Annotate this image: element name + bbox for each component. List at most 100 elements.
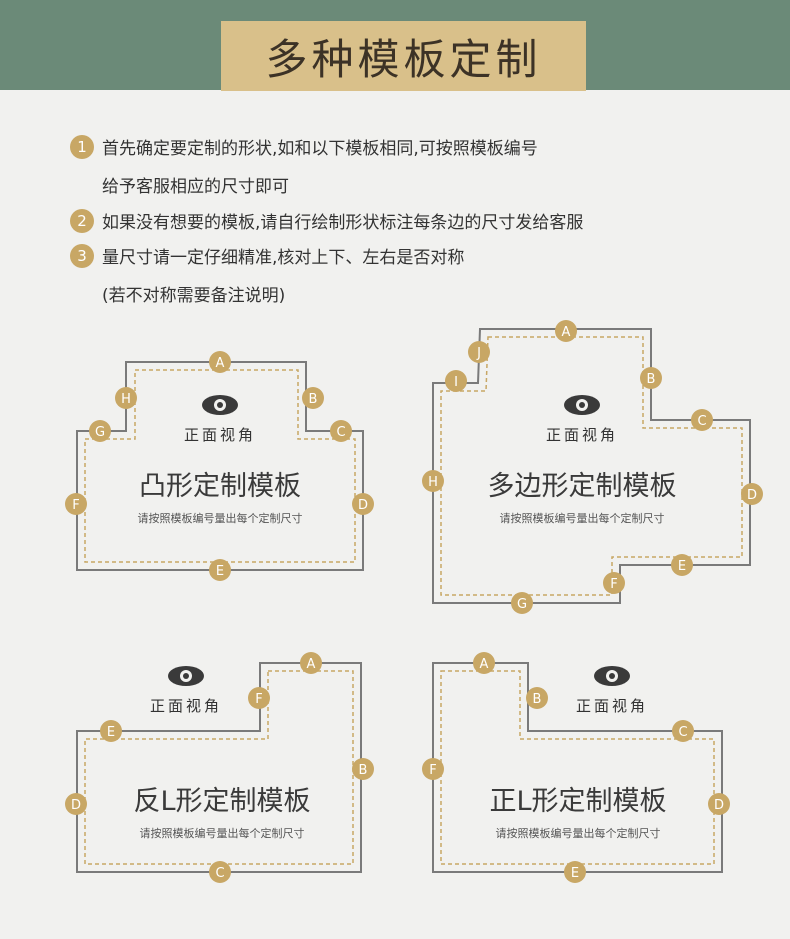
marker-F: F (422, 758, 444, 780)
page-title: 多种模板定制 (265, 34, 542, 84)
eye-icon (168, 666, 204, 686)
instruction-text: 量尺寸请一定仔细精准,核对上下、左右是否对称 (102, 248, 465, 268)
svg-text:F: F (72, 498, 79, 513)
svg-text:B: B (359, 763, 368, 778)
marker-F: F (603, 572, 625, 594)
template-name: 凸形定制模板 (139, 471, 301, 502)
marker-G: G (511, 592, 533, 614)
marker-D: D (741, 483, 763, 505)
instruction-text: 给予客服相应的尺寸即可 (102, 177, 289, 197)
instruction-1: 1 首先确定要定制的形状,如和以下模板相同,可按照模板编号 (70, 134, 538, 159)
forward-l-template: 正面视角 正L形定制模板 请按照模板编号量出每个定制尺寸 A B C D E F (422, 652, 730, 883)
svg-text:D: D (747, 488, 757, 503)
marker-E: E (564, 861, 586, 883)
marker-C: C (672, 720, 694, 742)
svg-text:C: C (215, 866, 224, 881)
instruction-3: 3 量尺寸请一定仔细精准,核对上下、左右是否对称 (70, 243, 464, 268)
svg-text:F: F (255, 692, 262, 707)
template-subtitle: 请按照模板编号量出每个定制尺寸 (500, 511, 665, 525)
marker-A: A (209, 351, 231, 373)
instruction-1-cont: 给予客服相应的尺寸即可 (102, 172, 289, 197)
svg-text:G: G (95, 425, 105, 440)
svg-text:A: A (480, 657, 489, 672)
polygon-dashed (440, 336, 743, 596)
svg-text:H: H (121, 392, 131, 407)
marker-J: J (468, 341, 490, 363)
svg-text:B: B (309, 392, 318, 407)
svg-text:D: D (714, 798, 724, 813)
instruction-text: 首先确定要定制的形状,如和以下模板相同,可按照模板编号 (102, 139, 538, 159)
view-label: 正面视角 (576, 697, 648, 715)
marker-A: A (555, 320, 577, 342)
svg-text:B: B (533, 692, 542, 707)
svg-text:E: E (678, 559, 686, 574)
svg-text:H: H (428, 475, 438, 490)
marker-C: C (209, 861, 231, 883)
marker-H: H (422, 470, 444, 492)
view-label: 正面视角 (546, 426, 618, 444)
eye-icon (594, 666, 630, 686)
view-label: 正面视角 (150, 697, 222, 715)
svg-text:A: A (307, 657, 316, 672)
marker-E: E (209, 559, 231, 581)
marker-E: E (671, 554, 693, 576)
marker-I: I (445, 370, 467, 392)
template-subtitle: 请按照模板编号量出每个定制尺寸 (140, 826, 305, 840)
svg-text:F: F (429, 763, 436, 778)
marker-C: C (330, 420, 352, 442)
svg-text:D: D (358, 498, 368, 513)
marker-E: E (100, 720, 122, 742)
template-name: 反L形定制模板 (133, 786, 310, 817)
step-number: 2 (70, 208, 94, 233)
marker-B: B (302, 387, 324, 409)
marker-G: G (89, 420, 111, 442)
marker-A: A (300, 652, 322, 674)
step-number: 3 (70, 243, 94, 268)
step-number: 1 (70, 134, 94, 159)
view-label: 正面视角 (184, 426, 256, 444)
eye-icon (202, 395, 238, 415)
marker-D: D (65, 793, 87, 815)
svg-text:J: J (476, 346, 481, 361)
template-name: 正L形定制模板 (489, 786, 666, 817)
marker-H: H (115, 387, 137, 409)
svg-text:E: E (571, 866, 579, 881)
svg-text:D: D (71, 798, 81, 813)
svg-text:G: G (517, 597, 527, 612)
template-subtitle: 请按照模板编号量出每个定制尺寸 (138, 511, 303, 525)
svg-text:A: A (216, 356, 225, 371)
svg-text:E: E (216, 564, 224, 579)
eye-icon (564, 395, 600, 415)
instruction-3-cont: (若不对称需要备注说明) (102, 281, 285, 306)
reverse-l-outline (76, 662, 362, 873)
svg-text:C: C (697, 414, 706, 429)
svg-text:E: E (107, 725, 115, 740)
forward-l-dashed (440, 670, 715, 865)
forward-l-outline (432, 662, 723, 873)
marker-B: B (526, 687, 548, 709)
svg-text:B: B (647, 372, 656, 387)
convex-template: 正面视角 凸形定制模板 请按照模板编号量出每个定制尺寸 A B C D E F … (65, 351, 374, 581)
reverse-l-template: 正面视角 反L形定制模板 请按照模板编号量出每个定制尺寸 A B C D E F (65, 652, 374, 883)
polygon-outline (432, 328, 751, 604)
marker-D: D (708, 793, 730, 815)
title-banner: 多种模板定制 (221, 21, 586, 91)
instruction-text: (若不对称需要备注说明) (102, 286, 286, 306)
marker-D: D (352, 493, 374, 515)
svg-text:A: A (562, 325, 571, 340)
marker-B: B (352, 758, 374, 780)
template-name: 多边形定制模板 (488, 471, 677, 502)
marker-C: C (691, 409, 713, 431)
svg-text:C: C (336, 425, 345, 440)
convex-dashed (84, 369, 356, 563)
svg-text:C: C (678, 725, 687, 740)
marker-F: F (248, 687, 270, 709)
template-subtitle: 请按照模板编号量出每个定制尺寸 (496, 826, 661, 840)
polygon-template: 正面视角 多边形定制模板 请按照模板编号量出每个定制尺寸 A B C D E F… (422, 320, 763, 614)
svg-text:I: I (454, 375, 458, 390)
marker-B: B (640, 367, 662, 389)
marker-A: A (473, 652, 495, 674)
marker-F: F (65, 493, 87, 515)
